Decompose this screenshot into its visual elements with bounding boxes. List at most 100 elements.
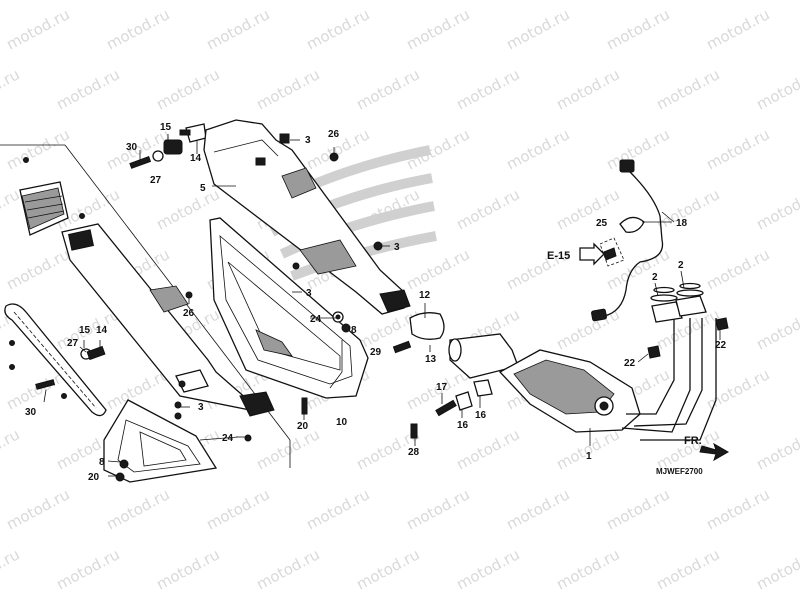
reference-tag-label: E-15 xyxy=(547,250,570,262)
watermark-text: motod.ru xyxy=(353,65,422,113)
watermark-text: motod.ru xyxy=(3,245,72,293)
watermark-text: motod.ru xyxy=(453,185,522,233)
part-number-13: 13 xyxy=(425,354,437,365)
part-number-25: 25 xyxy=(596,218,608,229)
part-number-16: 16 xyxy=(475,410,487,421)
watermark-text: motod.ru xyxy=(53,65,122,113)
part-number-callouts: 1 2 2 3 3 3 3 5 8 8 10 12 13 14 14 15 15… xyxy=(25,122,727,483)
watermark-text: motod.ru xyxy=(553,425,622,473)
leader-lines xyxy=(43,134,721,477)
watermark-text: motod.ru xyxy=(103,485,172,533)
diagram-code: MJWEF2700 xyxy=(656,467,703,476)
mounting-strap xyxy=(4,303,107,417)
part-number-24: 24 xyxy=(310,314,322,325)
part-number-18: 18 xyxy=(676,218,688,229)
part-number-2: 2 xyxy=(678,260,684,271)
watermark-text: motod.ru xyxy=(0,65,23,113)
part-number-1: 1 xyxy=(586,451,592,462)
part-number-22: 22 xyxy=(715,340,727,351)
left-fasteners xyxy=(9,157,252,482)
watermark-text: motod.ru xyxy=(603,125,672,173)
watermark-text: motod.ru xyxy=(3,5,72,53)
part-number-14: 14 xyxy=(190,153,202,164)
watermark-text: motod.ru xyxy=(453,65,522,113)
part-number-15: 15 xyxy=(160,122,172,133)
watermark-text: motod.ru xyxy=(753,425,800,473)
watermark-text: motod.ru xyxy=(0,185,23,233)
part-number-30: 30 xyxy=(126,142,138,153)
part-number-30: 30 xyxy=(25,407,37,418)
watermark-text: motod.ru xyxy=(703,245,772,293)
part-number-5: 5 xyxy=(200,183,206,194)
part-number-12: 12 xyxy=(419,290,431,301)
watermark-text: motod.ru xyxy=(453,425,522,473)
part-number-8: 8 xyxy=(99,457,105,468)
watermark-text: motod.ru xyxy=(253,425,322,473)
watermark-text: motod.ru xyxy=(453,545,522,593)
left-detail-view xyxy=(0,144,291,483)
front-direction-label: FR. xyxy=(684,435,702,447)
watermark-text: motod.ru xyxy=(303,485,372,533)
front-direction-indicator: FR. xyxy=(684,435,730,462)
watermark-text: motod.ru xyxy=(603,485,672,533)
part-number-22: 22 xyxy=(624,358,636,369)
part-number-10: 10 xyxy=(336,417,348,428)
watermark-text: motod.ru xyxy=(253,65,322,113)
part-number-26: 26 xyxy=(183,308,195,319)
part-number-3: 3 xyxy=(198,402,204,413)
watermark-text: motod.ru xyxy=(203,485,272,533)
part-number-14: 14 xyxy=(96,325,108,336)
watermark-text: motod.ru xyxy=(203,5,272,53)
watermark-text: motod.ru xyxy=(603,5,672,53)
silencer-end-cap xyxy=(19,181,69,236)
watermark-text: motod.ru xyxy=(303,5,372,53)
part-number-16: 16 xyxy=(457,420,469,431)
watermark-text: motod.ru xyxy=(703,5,772,53)
lower-heat-guard xyxy=(103,399,218,483)
part-number-3: 3 xyxy=(306,288,312,299)
part-number-2: 2 xyxy=(652,272,658,283)
watermark-text: motod.ru xyxy=(503,485,572,533)
watermark-text: motod.ru xyxy=(553,185,622,233)
watermark-text: motod.ru xyxy=(703,125,772,173)
watermark-text: motod.ru xyxy=(553,65,622,113)
part-number-29: 29 xyxy=(370,347,382,358)
watermark-text: motod.ru xyxy=(0,545,23,593)
part-number-24: 24 xyxy=(222,433,234,444)
part-number-17: 17 xyxy=(436,382,448,393)
watermark-text: motod.ru xyxy=(253,545,322,593)
watermark-text: motod.ru xyxy=(653,65,722,113)
watermark-text: motod.ru xyxy=(753,545,800,593)
watermark-text: motod.ru xyxy=(0,425,23,473)
watermark-text: motod.ru xyxy=(3,125,72,173)
watermark-text: motod.ru xyxy=(653,185,722,233)
watermark-text: motod.ru xyxy=(353,545,422,593)
part-number-3: 3 xyxy=(394,242,400,253)
watermark-text: motod.ru xyxy=(403,485,472,533)
center-silencer-assembly xyxy=(129,119,411,415)
watermark-text: motod.ru xyxy=(503,5,572,53)
watermark-text: motod.ru xyxy=(503,125,572,173)
part-number-28: 28 xyxy=(408,447,420,458)
watermark-text: motod.ru xyxy=(3,485,72,533)
part-number-15: 15 xyxy=(79,325,91,336)
reference-e15: E-15 xyxy=(547,242,605,266)
part-number-27: 27 xyxy=(150,175,162,186)
watermark-text: motod.ru xyxy=(153,545,222,593)
watermark-text: motod.ru xyxy=(653,545,722,593)
watermark-text: motod.ru xyxy=(753,65,800,113)
part-number-27: 27 xyxy=(67,338,79,349)
part-number-20: 20 xyxy=(88,472,100,483)
watermark-text: motod.ru xyxy=(153,65,222,113)
watermark-text: motod.ru xyxy=(53,545,122,593)
watermark-text: motod.ru xyxy=(753,185,800,233)
watermark-text: motod.ru xyxy=(403,245,472,293)
part-number-20: 20 xyxy=(297,421,309,432)
watermark-text: motod.ru xyxy=(103,5,172,53)
part-number-8: 8 xyxy=(351,325,357,336)
watermark-text: motod.ru xyxy=(703,485,772,533)
watermark-text: motod.ru xyxy=(403,5,472,53)
watermark-text: motod.ru xyxy=(553,545,622,593)
